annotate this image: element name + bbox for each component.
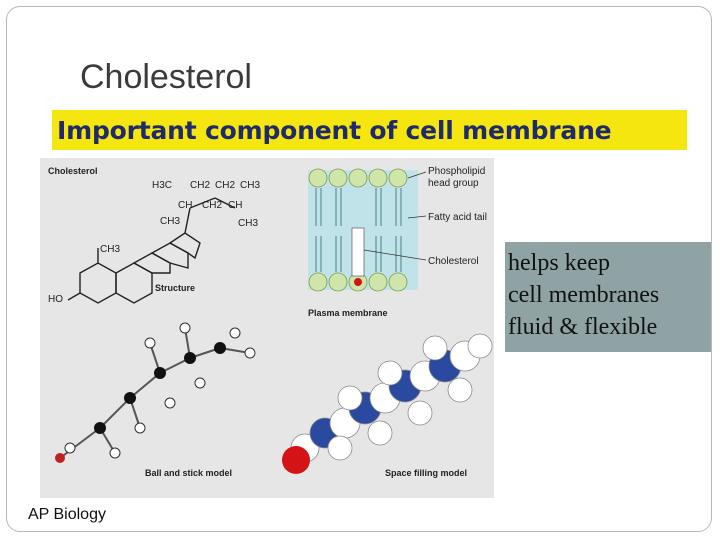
chem-ch-right: CH: [228, 200, 242, 211]
fatty-acid-label: Fatty acid tail: [428, 212, 487, 223]
chem-ch3-left: CH3: [100, 244, 120, 255]
callout-line-2: cell membranes: [508, 282, 660, 308]
space-filling-label: Space filling model: [385, 468, 467, 478]
figure-svg: Cholesterol H3C CH2 CH2 CH3 CH CH2 CH CH…: [48, 166, 493, 478]
chem-ch3-mid: CH3: [160, 216, 180, 227]
chem-h3c: H3C: [152, 180, 172, 191]
ball-and-stick-model: Ball and stick model: [55, 322, 256, 478]
footer-label: AP Biology: [28, 506, 106, 523]
space-filling-model: Space filling model: [282, 333, 493, 478]
cholesterol-figure: Cholesterol H3C CH2 CH2 CH3 CH CH2 CH CH…: [40, 158, 494, 498]
callout-box: helps keep cell membranes fluid & flexib…: [505, 242, 711, 352]
phospholipid-label-2: head group: [428, 178, 479, 189]
chem-ch3-right: CH3: [238, 218, 258, 229]
chem-ho: HO: [48, 294, 63, 305]
callout-line-1: helps keep: [508, 250, 610, 276]
membrane-diagram: Phospholipid head group Fatty acid tail …: [308, 166, 487, 318]
plasma-membrane-label: Plasma membrane: [308, 308, 388, 318]
highlight-banner: Important component of cell membrane: [52, 110, 687, 150]
ball-stick-label: Ball and stick model: [145, 468, 232, 478]
callout-line-3: fluid & flexible: [508, 314, 658, 340]
chem-ch2-1: CH2: [190, 180, 210, 191]
structure-label: Structure: [155, 283, 195, 293]
chem-ch3-top: CH3: [240, 180, 260, 191]
cholesterol-label: Cholesterol: [428, 256, 479, 267]
chem-ch2-3: CH2: [202, 200, 222, 211]
phospholipid-label-1: Phospholipid: [428, 166, 485, 177]
chem-ch2-2: CH2: [215, 180, 235, 191]
banner-text: Important component of cell membrane: [57, 116, 612, 145]
slide-title: Cholesterol: [80, 58, 252, 96]
chem-ch: CH: [178, 200, 192, 211]
structural-formula: [67, 197, 236, 304]
figure-heading: Cholesterol: [48, 166, 98, 176]
slide-frame: [6, 6, 712, 532]
